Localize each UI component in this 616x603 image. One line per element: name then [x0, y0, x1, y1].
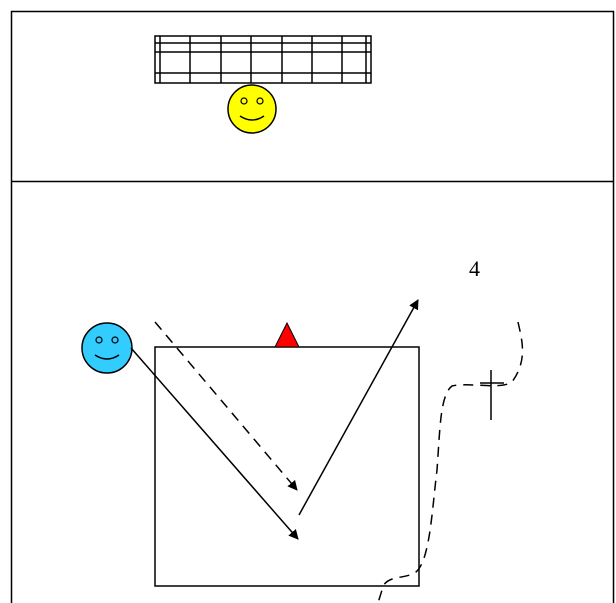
shot-arrow: [298, 299, 419, 516]
pass-arrow: [130, 347, 299, 540]
cross-marker-icon: [480, 370, 504, 420]
run-arrow-dashed: [154, 321, 298, 491]
cone-icon: [274, 321, 300, 348]
playing-area: [154, 346, 420, 587]
field-border: [10, 10, 615, 603]
goal-net-icon: [154, 35, 372, 84]
goalkeeper-smiley-icon: [227, 84, 277, 134]
player-smiley-icon: [81, 322, 133, 374]
dribble-path-dashed: [377, 321, 524, 603]
marker-label: 4: [469, 256, 480, 281]
